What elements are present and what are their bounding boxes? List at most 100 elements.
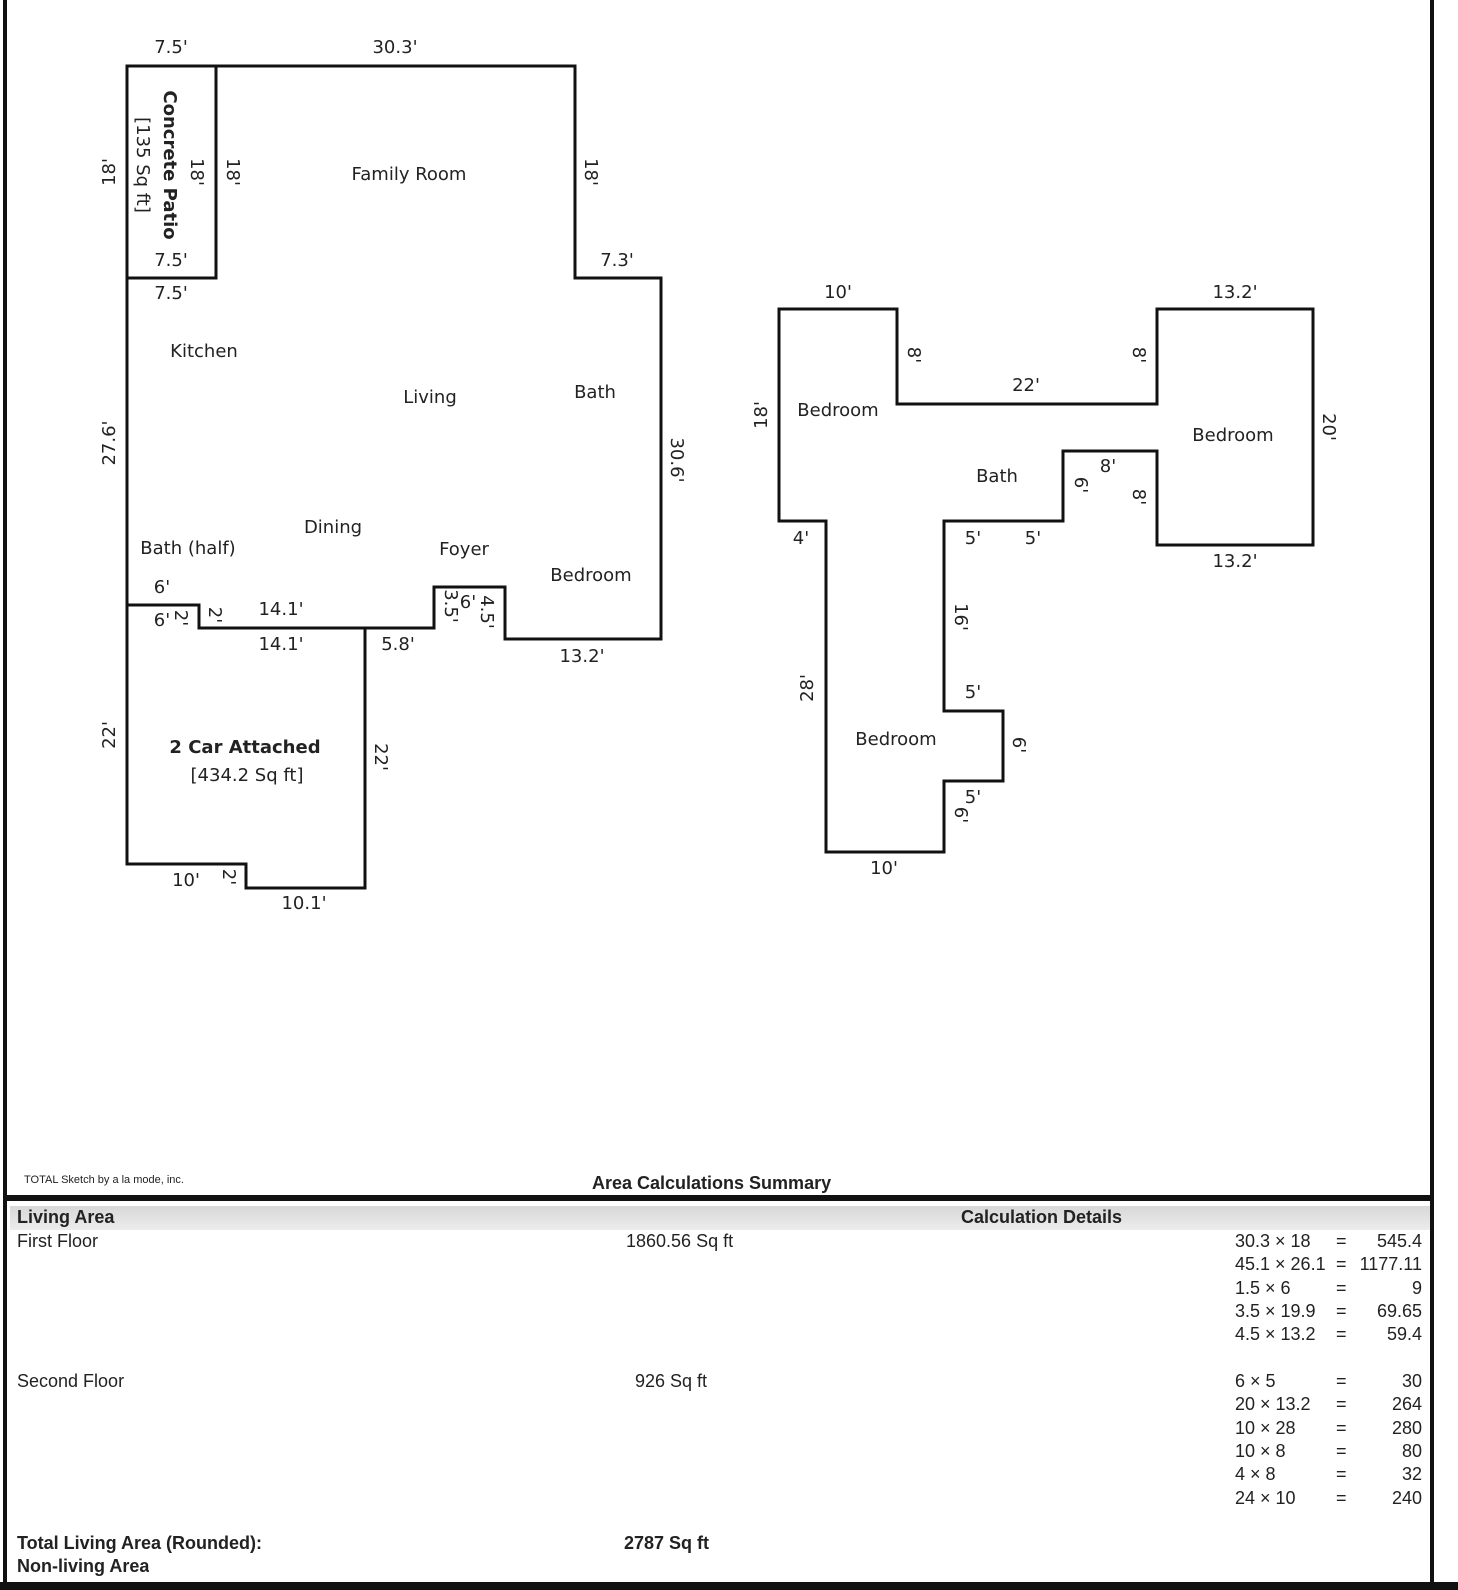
dimension-label: 5.8'	[381, 634, 415, 655]
dimension-label: 13.2'	[1212, 551, 1257, 572]
non-living-area-header: Non-living Area	[17, 1556, 150, 1576]
floor-plan: 7.5' 30.3' 18' 18' 18' 18' 7.5' 7.3' 7.5…	[99, 37, 1339, 914]
calc-expr: 10 × 28	[1235, 1417, 1296, 1438]
dimension-label: 5'	[965, 682, 981, 703]
calc-result: 280	[1391, 1417, 1422, 1438]
dimension-label: 10'	[824, 282, 852, 303]
dimension-label: 7.3'	[600, 250, 634, 271]
calc-expr: 45.1 × 26.1	[1235, 1254, 1326, 1275]
dimension-label: 7.5'	[154, 250, 188, 271]
calc-result: 240	[1391, 1487, 1422, 1508]
calc-result: 32	[1401, 1464, 1422, 1485]
room-label: Bath	[976, 466, 1018, 487]
calc-result: 69.65	[1376, 1300, 1422, 1321]
dimension-label: 3.5'	[440, 589, 461, 623]
floor-area: 1860.56 Sq ft	[626, 1231, 734, 1251]
floor-name: First Floor	[17, 1231, 98, 1251]
dimension-label: 6'	[1008, 737, 1029, 753]
dimension-label: 22'	[99, 721, 120, 749]
dimension-label: 18'	[751, 401, 772, 429]
calc-equals: =	[1336, 1464, 1347, 1485]
garage-label: 2 Car Attached	[169, 737, 320, 758]
calc-equals: =	[1336, 1254, 1347, 1275]
room-label: Bedroom	[855, 729, 936, 750]
dimension-label: 6'	[460, 592, 476, 613]
dimension-label: 30.6'	[666, 437, 687, 482]
calc-expr: 1.5 × 6	[1235, 1277, 1291, 1298]
calc-equals: =	[1336, 1394, 1347, 1415]
second-floor-outline	[777, 307, 1315, 854]
calc-expr: 24 × 10	[1235, 1487, 1296, 1508]
dimension-label: 8'	[903, 347, 924, 363]
dimension-label: 5'	[965, 787, 981, 808]
dimension-label: 10'	[870, 858, 898, 879]
calc-expr: 4.5 × 13.2	[1235, 1324, 1316, 1345]
room-label: Bedroom	[1192, 425, 1273, 446]
calc-expr: 4 × 8	[1235, 1464, 1276, 1485]
dimension-label: 2'	[170, 610, 191, 626]
dimension-label: 5'	[965, 528, 981, 549]
floor-name: Second Floor	[17, 1371, 125, 1391]
first-floor-outline	[125, 64, 663, 641]
dimension-label: 6'	[1070, 477, 1091, 493]
calc-result: 9	[1411, 1277, 1422, 1298]
dimension-label: 8'	[1100, 456, 1116, 477]
dimension-label: 6'	[154, 577, 170, 598]
dimension-label: 10.1'	[281, 893, 326, 914]
room-label: Bath	[574, 382, 616, 403]
dimension-label: 7.5'	[154, 37, 188, 58]
dimension-label: 27.6'	[99, 420, 120, 465]
dimension-label: 30.3'	[372, 37, 417, 58]
garage-area: [434.2 Sq ft]	[191, 765, 304, 786]
garage-outline	[125, 605, 367, 890]
dimension-label: 28'	[797, 674, 818, 702]
dimension-label: 5'	[1025, 528, 1041, 549]
calc-equals: =	[1336, 1277, 1347, 1298]
calc-result: 1177.11	[1359, 1254, 1422, 1275]
software-credit: TOTAL Sketch by a la mode, inc.	[24, 1174, 184, 1186]
right-border	[1430, 0, 1434, 1590]
patio-label: Concrete Patio	[159, 90, 180, 239]
room-label: Foyer	[439, 539, 489, 560]
calc-expr: 6 × 5	[1235, 1371, 1276, 1391]
calc-equals: =	[1336, 1487, 1347, 1508]
calc-equals: =	[1336, 1231, 1347, 1251]
dimension-label: 18'	[222, 158, 243, 186]
dimension-label: 22'	[370, 743, 391, 771]
calc-result: 264	[1391, 1394, 1422, 1415]
dimension-label: 22'	[1012, 375, 1040, 396]
bottom-border	[0, 1582, 1458, 1590]
living-area-header: Living Area	[17, 1207, 115, 1227]
dimension-label: 8'	[1128, 347, 1149, 363]
dimension-label: 18'	[99, 158, 120, 186]
total-value: 2787 Sq ft	[624, 1533, 710, 1553]
room-label: Family Room	[352, 164, 467, 185]
patio-area: [135 Sq ft]	[132, 117, 153, 213]
dimension-label: 13.2'	[1212, 282, 1257, 303]
calc-expr: 3.5 × 19.9	[1235, 1300, 1316, 1321]
total-label: Total Living Area (Rounded):	[17, 1533, 262, 1553]
dimension-label: 4'	[793, 528, 809, 549]
dimension-label: 13.2'	[559, 646, 604, 667]
dimension-label: 4.5'	[476, 595, 497, 629]
calc-equals: =	[1336, 1324, 1347, 1345]
summary-title: Area Calculations Summary	[592, 1173, 832, 1193]
calc-result: 80	[1401, 1440, 1422, 1461]
dimension-label: 6'	[950, 807, 971, 823]
calculation-details-header: Calculation Details	[961, 1207, 1123, 1227]
calc-result: 545.4	[1376, 1231, 1422, 1251]
room-label: Bath (half)	[140, 538, 235, 559]
room-label: Kitchen	[170, 341, 238, 362]
dimension-label: 14.1'	[258, 634, 303, 655]
room-label: Bedroom	[550, 565, 631, 586]
calc-equals: =	[1336, 1417, 1347, 1438]
calc-expr: 30.3 × 18	[1235, 1231, 1311, 1251]
room-label: Dining	[304, 517, 362, 538]
calc-equals: =	[1336, 1440, 1347, 1461]
calc-expr: 10 × 8	[1235, 1440, 1286, 1461]
dimension-label: 18'	[186, 158, 207, 186]
calc-equals: =	[1336, 1371, 1347, 1391]
dimension-label: 14.1'	[258, 599, 303, 620]
dimension-label: 2'	[204, 607, 225, 623]
